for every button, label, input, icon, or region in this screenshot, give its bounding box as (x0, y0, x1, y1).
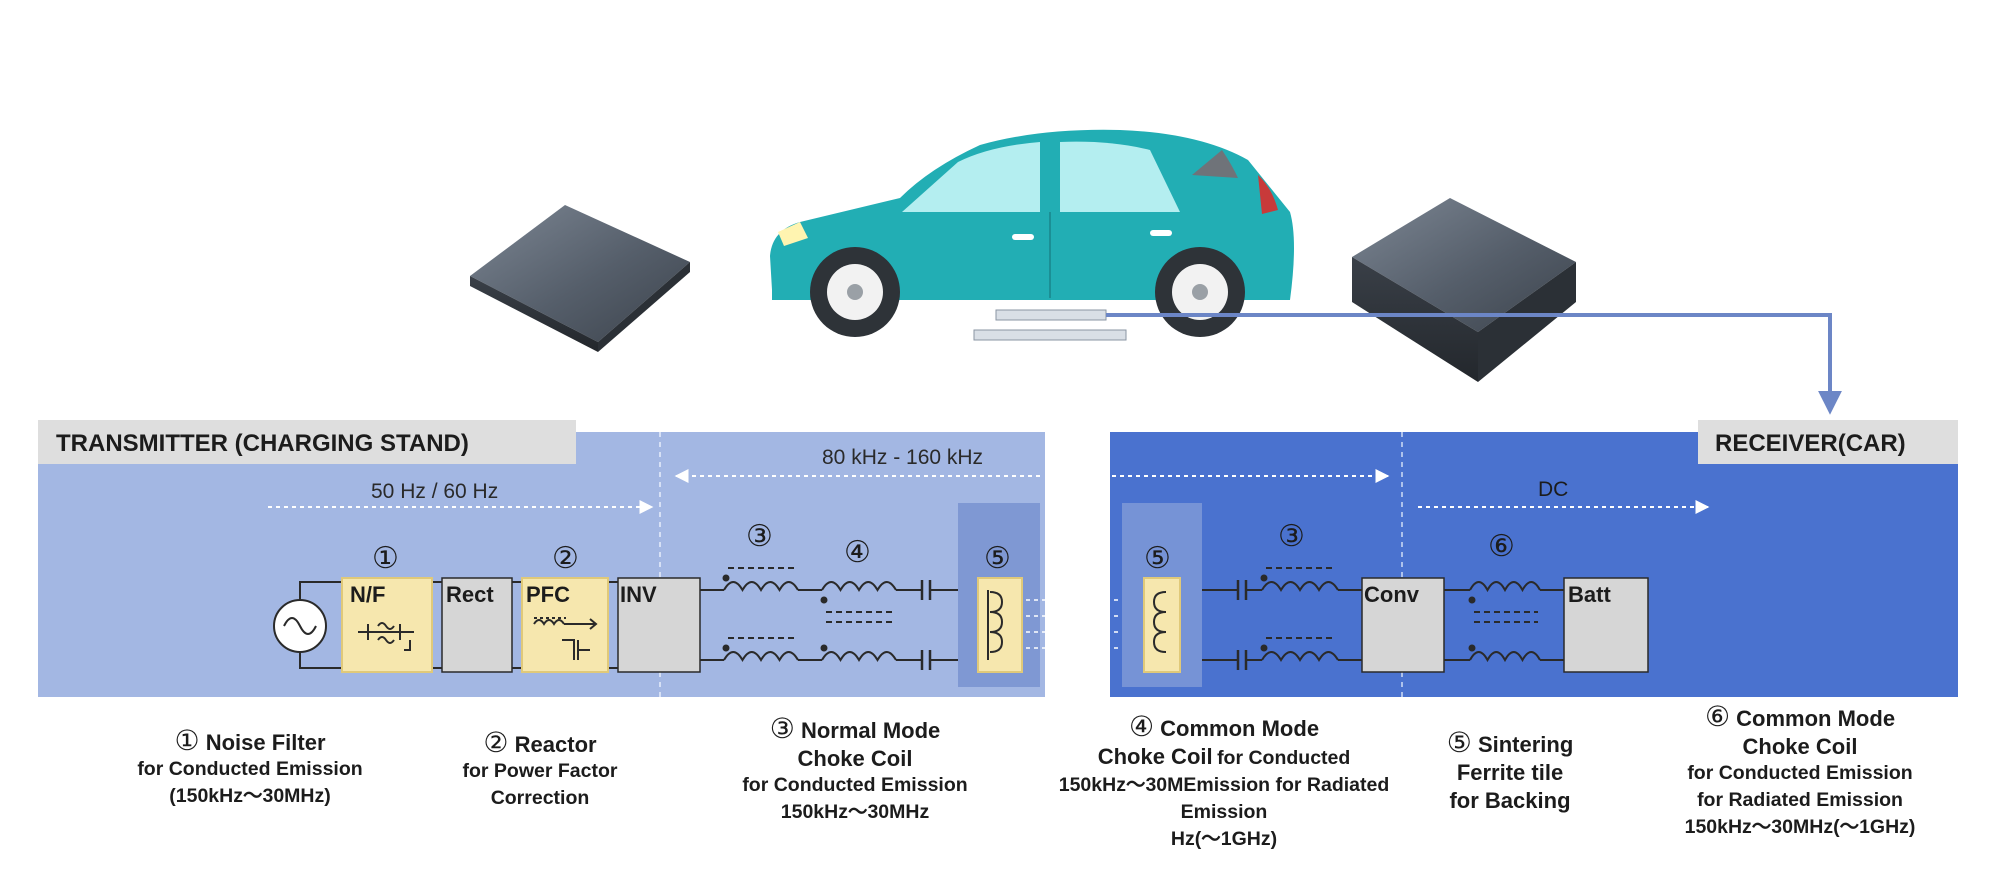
caption-common-mode-choke-coil-rx: ⑥ Common Mode Choke Coil for Conducted E… (1640, 701, 1960, 841)
caption-line: 150kHz～30MEmission for Radiated (1058, 774, 1390, 796)
rectifier-label: Rect (446, 582, 494, 607)
ac-source-icon (273, 599, 327, 653)
receiver-coil-block (1143, 577, 1181, 673)
marker-ferrite-tx: ⑤ (984, 541, 1011, 576)
normal-mode-choke-coil-tx (722, 567, 799, 662)
caption-title: Normal Mode (800, 718, 941, 743)
marker-noise-filter: ① (372, 541, 399, 576)
mains-frequency-label: 50 Hz / 60 Hz (371, 480, 498, 503)
marker-common-mode-tx: ④ (844, 535, 871, 570)
capacitor-tx (920, 580, 932, 670)
caption-sintering-ferrite-tile: ⑤ Sintering Ferrite tile for Backing (1410, 727, 1610, 814)
battery-label: Batt (1568, 582, 1611, 607)
caption-line: Emission (1180, 801, 1268, 823)
converter-label: Conv (1364, 582, 1420, 607)
car-illustration (770, 129, 1294, 341)
converter-block: Conv (1361, 577, 1445, 673)
caption-line: 150kHz～30MHz(～1GHz) (1684, 816, 1916, 838)
caption-title: Sintering (1477, 732, 1574, 757)
receiver-connector-line (1106, 313, 1842, 415)
marker-common-mode-rx: ⑥ (1488, 529, 1515, 564)
rectifier-block: Rect (441, 577, 513, 673)
capacitor-rx (1236, 580, 1248, 670)
wireless-frequency-label: 80 kHz - 160 kHz (822, 446, 983, 469)
caption-title: Reactor (514, 732, 597, 757)
caption-line: for Conducted Emission (1687, 762, 1913, 784)
caption-normal-mode-choke-coil: ③ Normal Mode Choke Coil for Conducted E… (690, 713, 1020, 826)
transmitter-title-tab (38, 420, 576, 464)
caption-number: ⑤ (1446, 727, 1472, 758)
caption-number: ④ (1128, 711, 1155, 742)
caption-line: 150kHz～30MHz (780, 801, 930, 823)
inverter-block: INV (617, 577, 701, 673)
caption-line: for Conducted Emission (742, 774, 968, 796)
caption-line: Correction (490, 787, 590, 809)
receiver-title-tab (1698, 420, 1958, 464)
caption-reactor: ② Reactor for Power Factor Correction (420, 727, 660, 812)
receiver-title: RECEIVER(CAR) (1715, 430, 1906, 457)
caption-number: ⑥ (1704, 701, 1731, 732)
caption-title-3: for Backing (1449, 788, 1571, 813)
marker-normal-mode-rx: ③ (1278, 519, 1305, 554)
caption-title-2: Choke Coil (1097, 744, 1213, 769)
transmitter-coil-block (977, 577, 1023, 673)
caption-line: for Conducted Emission (137, 758, 363, 780)
pfc-schematic-icon (533, 617, 598, 660)
noise-filter-label: N/F (350, 582, 385, 607)
caption-title-2-suffix: for Conducted (1217, 747, 1351, 769)
filter-schematic-icon (358, 622, 414, 651)
caption-title: Noise Filter (205, 730, 326, 755)
caption-line: for Power Factor (462, 760, 618, 782)
caption-title-2: Choke Coil (1742, 734, 1858, 759)
marker-normal-mode-tx: ③ (746, 519, 773, 554)
transmitter-title: TRANSMITTER (CHARGING STAND) (56, 430, 469, 457)
caption-line: (150kHz～30MHz) (169, 785, 331, 807)
caption-number: ③ (769, 713, 795, 744)
caption-common-mode-choke-coil-tx: ④ Common Mode Choke Coil for Conducted 1… (1024, 711, 1424, 853)
common-mode-choke-coil-tx (820, 581, 897, 662)
pfc-label: PFC (526, 582, 570, 607)
battery-block: Batt (1563, 577, 1649, 673)
caption-title: Common Mode (1736, 706, 1896, 731)
common-mode-choke-coil-rx (1468, 581, 1541, 663)
marker-ferrite-rx: ⑤ (1144, 541, 1171, 576)
caption-title: Common Mode (1160, 716, 1320, 741)
caption-title-2: Ferrite tile (1456, 760, 1564, 785)
vehicle-pad-right (1352, 198, 1576, 382)
pfc-block: PFC (521, 577, 609, 673)
marker-reactor: ② (552, 541, 579, 576)
noise-filter-block: N/F (341, 577, 433, 673)
caption-number: ② (483, 727, 509, 758)
dc-label: DC (1538, 478, 1568, 501)
inverter-label: INV (620, 582, 657, 607)
ground-pad-left (470, 205, 690, 352)
caption-title-2: Choke Coil (797, 746, 913, 771)
normal-mode-choke-coil-rx (1260, 567, 1339, 662)
caption-number: ① (174, 725, 200, 756)
caption-noise-filter: ① Noise Filter for Conducted Emission (1… (70, 725, 430, 810)
caption-line: for Radiated Emission (1697, 789, 1903, 811)
caption-line: Hz(～1GHz) (1170, 828, 1278, 850)
